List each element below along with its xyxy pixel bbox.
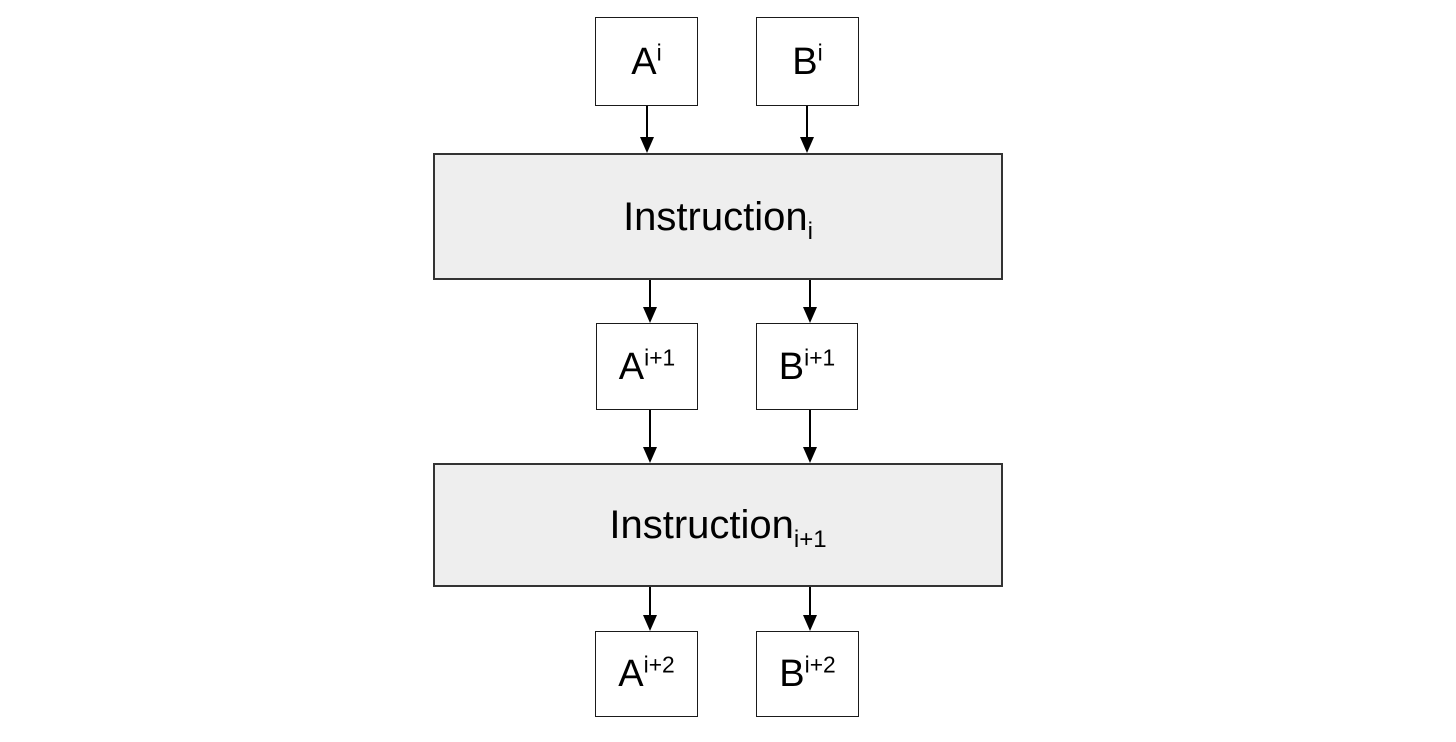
register-label-b-i1: Bi+1	[778, 343, 836, 388]
arrow-instruction-i1-to-a-i2	[642, 587, 658, 631]
register-box-b-i1: Bi+1	[756, 323, 858, 410]
instruction-label-i1: Instructioni+1	[609, 503, 827, 553]
arrow-b-i-to-instruction-i	[799, 106, 815, 153]
register-label-a-i: Ai	[631, 38, 662, 83]
arrow-instruction-i-to-b-i1	[802, 280, 818, 323]
register-box-a-i: Ai	[595, 17, 698, 106]
register-label-b-i: Bi	[792, 38, 823, 83]
instruction-box-i1: Instructioni+1	[433, 463, 1003, 587]
arrow-instruction-i1-to-b-i2	[802, 587, 818, 631]
register-label-a-i2: Ai+2	[618, 651, 675, 695]
arrow-a-i1-to-instruction-i1	[642, 410, 658, 463]
register-box-b-i2: Bi+2	[756, 631, 859, 717]
arrow-a-i-to-instruction-i	[639, 106, 655, 153]
register-label-b-i2: Bi+2	[779, 651, 836, 695]
register-label-a-i1: Ai+1	[618, 343, 676, 388]
arrow-b-i1-to-instruction-i1	[802, 410, 818, 463]
arrow-instruction-i-to-a-i1	[642, 280, 658, 323]
register-box-a-i2: Ai+2	[595, 631, 698, 717]
instruction-label-i: Instructioni	[623, 194, 813, 245]
instruction-box-i: Instructioni	[433, 153, 1003, 280]
register-box-a-i1: Ai+1	[596, 323, 698, 410]
register-box-b-i: Bi	[756, 17, 859, 106]
